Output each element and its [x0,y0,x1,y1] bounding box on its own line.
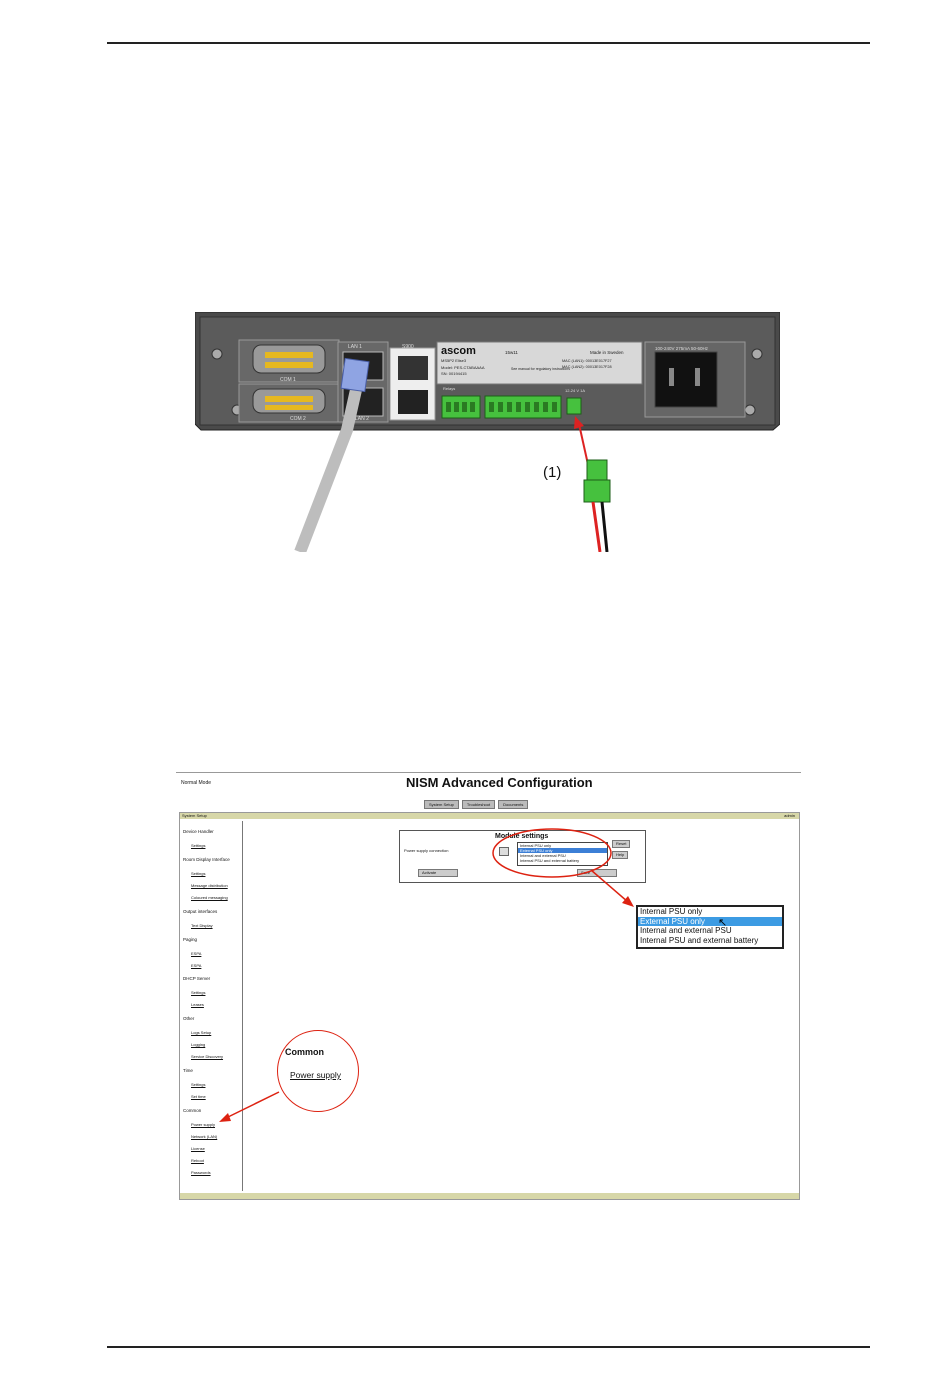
com1-label: COM 1 [280,377,296,383]
sidebar-link[interactable]: Settings [191,843,206,848]
module-title: Module settings [495,833,549,840]
serial-no: SN: 00194415 [441,371,467,376]
model-no: Model: PES-CTABAAAA [441,365,485,370]
sidebar-link[interactable]: Network (LAN) [191,1134,218,1139]
zoom-option: Internal PSU and external battery [640,935,759,945]
annotation-overlay [219,828,634,1122]
sidebar-link[interactable]: Reboot [191,1158,204,1163]
sidebar-link[interactable]: ESPA [191,951,202,956]
module-settings-panel: Module settings Power supply connection … [399,830,646,883]
footer-rule [107,1346,870,1348]
dropdown-toggle[interactable] [499,847,509,856]
sidebar-link[interactable]: License [191,1146,205,1151]
tab-troubleshoot[interactable]: Troubleshoot [461,800,496,809]
sidebar: Device Handler Settings Room Display Int… [180,821,243,1191]
sidebar-heading: Output interfaces [183,909,218,914]
listbox-option[interactable]: Internal PSU only [520,843,552,848]
sidebar-link[interactable]: Settings [191,871,206,876]
top-border [176,772,801,773]
sidebar-heading: DHCP Server [183,976,211,981]
user-label: admin [784,813,795,818]
sidebar-link[interactable]: Passwords [191,1170,211,1175]
sidebar-link[interactable]: Logs Setup [191,1030,212,1035]
zoom-option: Internal PSU only [640,907,703,916]
power-rating: 100-240V 275mA 50-60Hz [655,346,709,351]
sidebar-heading: Room Display Interface [183,857,230,862]
listbox-option[interactable]: Internal and external PSU [520,853,566,858]
app-title: NISM Advanced Configuration [406,775,593,790]
activate-button[interactable]: Activate [418,869,458,877]
mode-label: Normal Mode [181,780,212,786]
made-in: Made in Sweden [590,350,624,355]
callout-link: Power supply [290,1070,342,1080]
sidebar-heading: Device Handler [183,829,214,834]
sidebar-heading: Paging [183,937,198,942]
lan1-label: LAN 1 [348,344,362,350]
listbox-option[interactable]: Internal PSU and external battery [520,858,580,863]
sidebar-link[interactable]: Logging [191,1042,206,1047]
listbox-option-selected[interactable]: External PSU only [518,848,607,853]
tab-documents[interactable]: Documents [498,800,529,809]
mouse-cursor-icon: ↖ [718,917,728,929]
brand-logo: ascom [441,345,476,357]
tab-system-setup[interactable]: System Setup [424,800,459,809]
zoom-option: Internal and external PSU [640,926,732,935]
regulatory-note: See manual for regulatory instructions [511,367,570,371]
sidebar-link[interactable]: Text Display [191,923,213,928]
com2-label: COM 2 [290,416,306,422]
relays-label: Relays [443,386,455,391]
callout-heading: Common [285,1047,324,1057]
footer-bar [180,1193,799,1199]
zoomed-options-list: Internal PSU only External PSU only Inte… [636,905,784,949]
header-rule [107,42,870,44]
main-frame: System Setup admin Device Handler Settin… [179,812,800,1200]
zoom-option-selected: External PSU only [638,916,782,926]
device-panel-illustration: COM 1 COM 2 LAN 1 LAN 2 S900 ascom 15w11… [194,311,781,555]
model-line: MS5P2 Elise3 [441,358,467,363]
sidebar-heading: Time [183,1068,193,1073]
dc-input-label: 12-24 V 1A [565,388,585,393]
sidebar-link[interactable]: Service Discovery [191,1054,224,1059]
device-back-panel-figure: COM 1 COM 2 LAN 1 LAN 2 S900 ascom 15w11… [194,311,781,555]
top-tabs: System Setup Troubleshoot Documents [424,800,529,809]
common-callout: Common Power supply [277,1030,359,1112]
sidebar-link[interactable]: Message distribution [191,883,228,888]
power-supply-listbox[interactable]: Internal PSU only External PSU only Inte… [517,842,608,866]
sidebar-link[interactable]: Settings [191,990,206,995]
mac-lan2: MAC (LAN2): 00013E017F28 [562,365,612,369]
section-title: System Setup [182,813,207,818]
sidebar-link[interactable]: ESPA [191,963,202,968]
power-supply-label: Power supply connection [404,848,449,853]
sidebar-heading: Other [183,1016,195,1021]
date-code: 15w11 [505,350,518,355]
sidebar-link[interactable]: Leases [191,1002,204,1007]
nism-config-screenshot: Normal Mode NISM Advanced Configuration … [176,772,801,1200]
s900-label: S900 [402,344,414,350]
highlight-ellipse [492,828,612,878]
sidebar-heading: Common [183,1108,202,1113]
callout-number: (1) [543,464,561,481]
sidebar-link[interactable]: Set time [191,1094,206,1099]
sidebar-link-power-supply[interactable]: Power supply [191,1122,216,1127]
sidebar-link[interactable]: Coloured messaging [191,895,228,900]
section-bar: System Setup admin [180,813,799,819]
reset-button[interactable]: Reset [612,840,631,848]
help-button[interactable]: Help [612,851,629,859]
sidebar-link[interactable]: Settings [191,1082,206,1087]
lan2-label: LAN 2 [355,416,369,422]
mac-lan1: MAC (LAN1): 00013E017F27 [562,359,612,363]
